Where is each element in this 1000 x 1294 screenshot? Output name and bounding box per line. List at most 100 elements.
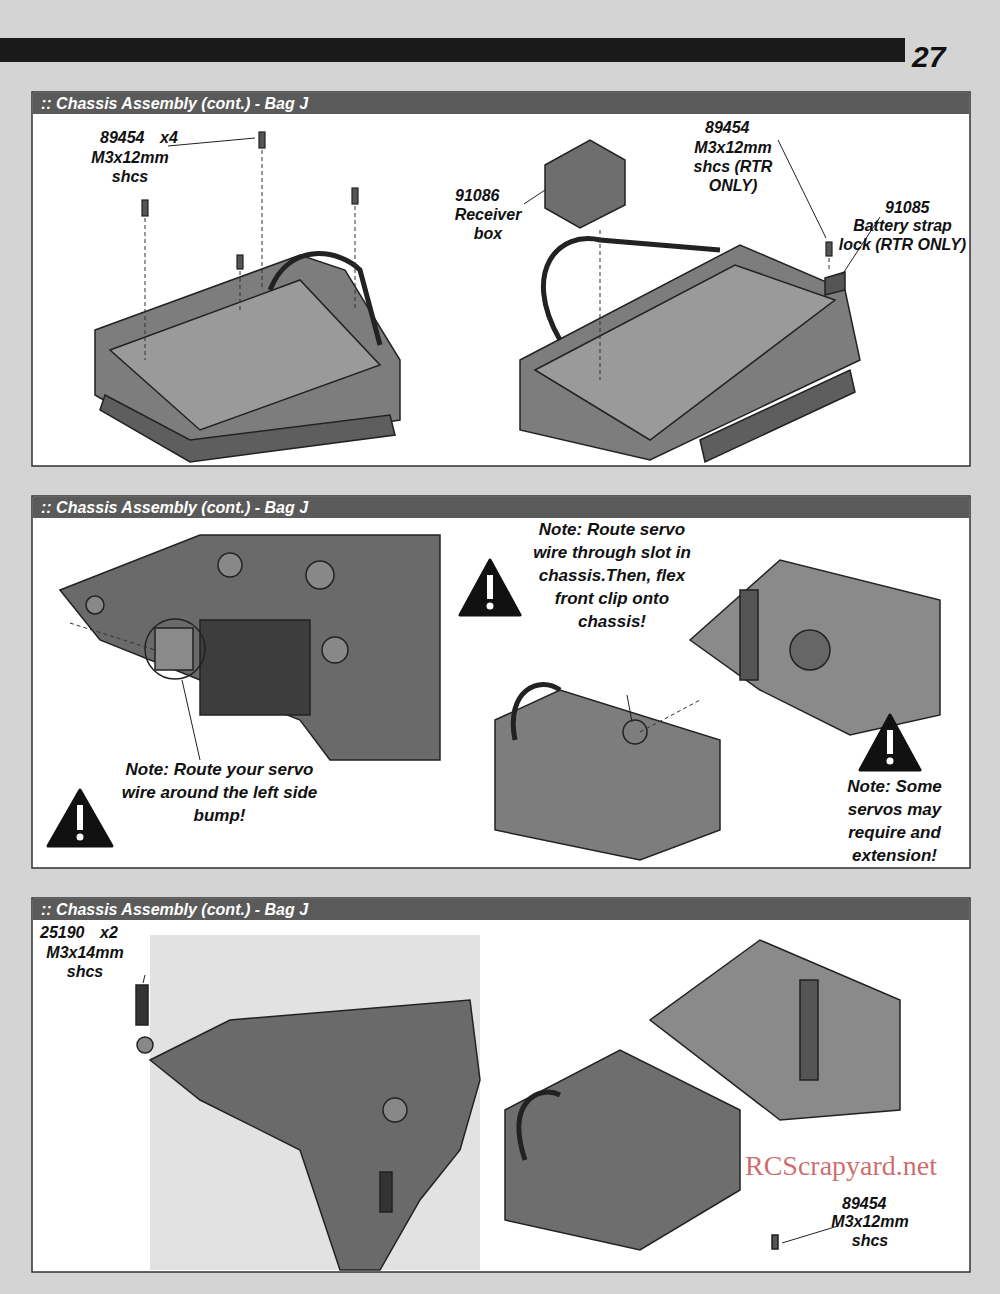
- illustration-part: [77, 834, 84, 841]
- part-name: M3x12mm shcs: [80, 148, 180, 186]
- illustration-part: [623, 720, 647, 744]
- illustration-part: [322, 637, 348, 663]
- part-name: M3x12mm shcs: [820, 1212, 920, 1250]
- illustration-part: [505, 1050, 740, 1250]
- illustration-part: [48, 790, 112, 846]
- illustration-part: [110, 280, 380, 430]
- illustration-part: [887, 730, 893, 754]
- part-number: 89454: [842, 1194, 887, 1213]
- part-number: 91086: [455, 186, 500, 205]
- illustration-part: [740, 590, 758, 680]
- illustration-part: [262, 150, 263, 290]
- part-number: 25190: [40, 923, 85, 942]
- illustration-part: [142, 132, 832, 269]
- illustration-part: [100, 395, 395, 462]
- section-header: :: Chassis Assembly (cont.) - Bag J: [33, 497, 969, 518]
- illustration-part: [32, 92, 970, 466]
- illustration-part: [905, 38, 1000, 74]
- illustration-part: [860, 715, 920, 770]
- illustration-part: [543, 238, 720, 340]
- note: Note: Route servo wire through slot in c…: [522, 518, 702, 633]
- illustration-part: [182, 680, 200, 760]
- illustration-part: [77, 805, 83, 830]
- illustration-part: [519, 1092, 560, 1160]
- illustration-part: [825, 272, 845, 295]
- illustration-part: [782, 1226, 838, 1243]
- illustration-part: [700, 370, 855, 462]
- illustration-part: [155, 628, 193, 670]
- illustration-part: [383, 1098, 407, 1122]
- illustration-part: [487, 603, 494, 610]
- part-number: 91085: [885, 198, 930, 217]
- illustration-part: [306, 561, 334, 589]
- illustration-part: [142, 200, 148, 216]
- illustration-part: [145, 218, 146, 360]
- illustration-part: [0, 38, 1000, 62]
- illustration-part: [143, 975, 145, 983]
- part-name: Receiver box: [448, 205, 528, 243]
- illustration-part: [524, 190, 545, 204]
- illustration-part: [887, 758, 894, 765]
- illustration-part: [600, 230, 601, 380]
- illustration-part: [145, 619, 205, 679]
- illustration-part: [168, 138, 255, 146]
- illustration-part: [627, 695, 632, 722]
- section-header: :: Chassis Assembly (cont.) - Bag J: [33, 899, 969, 920]
- illustration-part: [136, 985, 148, 1025]
- illustration-part: [60, 535, 940, 860]
- header-text: :: Chassis Assembly (cont.) - Bag J: [41, 901, 308, 918]
- illustration-part: [86, 596, 104, 614]
- quantity: x4: [160, 128, 178, 147]
- illustration-part: [143, 975, 838, 1243]
- illustration-part: [150, 935, 480, 1270]
- part-number: 89454: [705, 118, 750, 137]
- note: Note: Some servos may require and extens…: [822, 775, 967, 867]
- quantity: x2: [100, 923, 118, 942]
- illustration-part: [136, 935, 900, 1270]
- illustration-part: [829, 258, 830, 272]
- illustration-part: [520, 245, 860, 460]
- illustration-part: [826, 242, 832, 256]
- illustration-part: [137, 1037, 153, 1053]
- illustration-part: [168, 138, 880, 275]
- illustration-part: [690, 560, 940, 735]
- part-name: M3x14mm shcs: [35, 943, 135, 981]
- watermark: RCScrapyard.net: [745, 1150, 937, 1182]
- illustration-part: [200, 620, 310, 715]
- illustration-part: [380, 1172, 392, 1212]
- illustration-part: [772, 1235, 778, 1249]
- illustration-part: [270, 254, 380, 345]
- illustration-part: [778, 140, 826, 238]
- illustration-part: [60, 535, 440, 760]
- illustration-part: [513, 684, 560, 740]
- header-text: :: Chassis Assembly (cont.) - Bag J: [41, 95, 308, 112]
- illustration-part: [237, 255, 243, 269]
- illustration-part: [259, 132, 265, 148]
- illustration-part: [48, 560, 920, 846]
- illustration-part: [182, 680, 632, 760]
- illustration-part: [240, 271, 241, 310]
- illustration-part: [487, 575, 493, 599]
- illustration-part: [77, 575, 894, 841]
- illustration-part: [32, 496, 970, 868]
- page-number: 27: [912, 40, 945, 74]
- illustration-part: [650, 940, 900, 1120]
- illustration-part: [640, 700, 700, 732]
- illustration-part: [70, 623, 700, 732]
- part-number: 89454: [100, 128, 145, 147]
- illustration-part: [352, 188, 358, 204]
- illustration-part: [355, 206, 356, 310]
- illustration-part: [70, 623, 155, 650]
- illustration-part: [32, 898, 970, 1272]
- illustration-part: [495, 690, 720, 860]
- illustration-part: [545, 140, 625, 228]
- header-text: :: Chassis Assembly (cont.) - Bag J: [41, 499, 308, 516]
- illustration-part: [150, 1000, 480, 1270]
- part-name: Battery strap lock (RTR ONLY): [835, 216, 970, 254]
- part-name: M3x12mm shcs (RTR ONLY): [678, 138, 788, 195]
- illustration-part: [800, 980, 818, 1080]
- illustration-part: [790, 630, 830, 670]
- illustration-part: [218, 553, 242, 577]
